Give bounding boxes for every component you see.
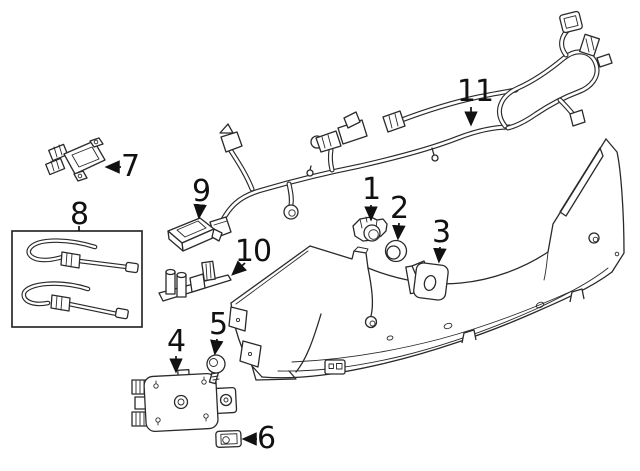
callout-label-6: 6 <box>256 421 276 456</box>
callout-label-3: 3 <box>431 215 451 250</box>
callout-arrow-10 <box>231 260 247 276</box>
callout-label-4: 4 <box>166 324 186 359</box>
part-1-drawing <box>352 216 388 242</box>
part-3-drawing <box>405 260 449 301</box>
callout-arrow-3 <box>433 246 447 264</box>
callout-label-9: 9 <box>191 174 211 209</box>
part-5-drawing <box>206 354 226 385</box>
part-10-drawing <box>158 260 232 302</box>
callout-label-7: 7 <box>120 149 140 184</box>
callout-label-5: 5 <box>208 307 228 342</box>
callout-arrow-2 <box>392 222 406 241</box>
callout-arrows <box>78 107 478 446</box>
callout-label-10: 10 <box>234 234 272 269</box>
callout-label-11: 11 <box>456 74 494 109</box>
callout-arrow-9 <box>193 203 207 220</box>
callout-label-1: 1 <box>361 172 381 207</box>
part-6-drawing <box>215 430 242 448</box>
part-2-drawing <box>384 239 408 263</box>
bumper-cover-drawing <box>228 138 625 381</box>
callout-label-8: 8 <box>69 197 89 232</box>
part-8-drawing <box>11 230 143 328</box>
part-4-drawing <box>131 369 238 433</box>
wiring-harness-drawing <box>209 10 613 239</box>
part-9-drawing <box>167 217 223 252</box>
part-7-drawing <box>45 137 106 182</box>
callout-arrow-5 <box>210 338 224 356</box>
callout-label-2: 2 <box>389 191 409 226</box>
